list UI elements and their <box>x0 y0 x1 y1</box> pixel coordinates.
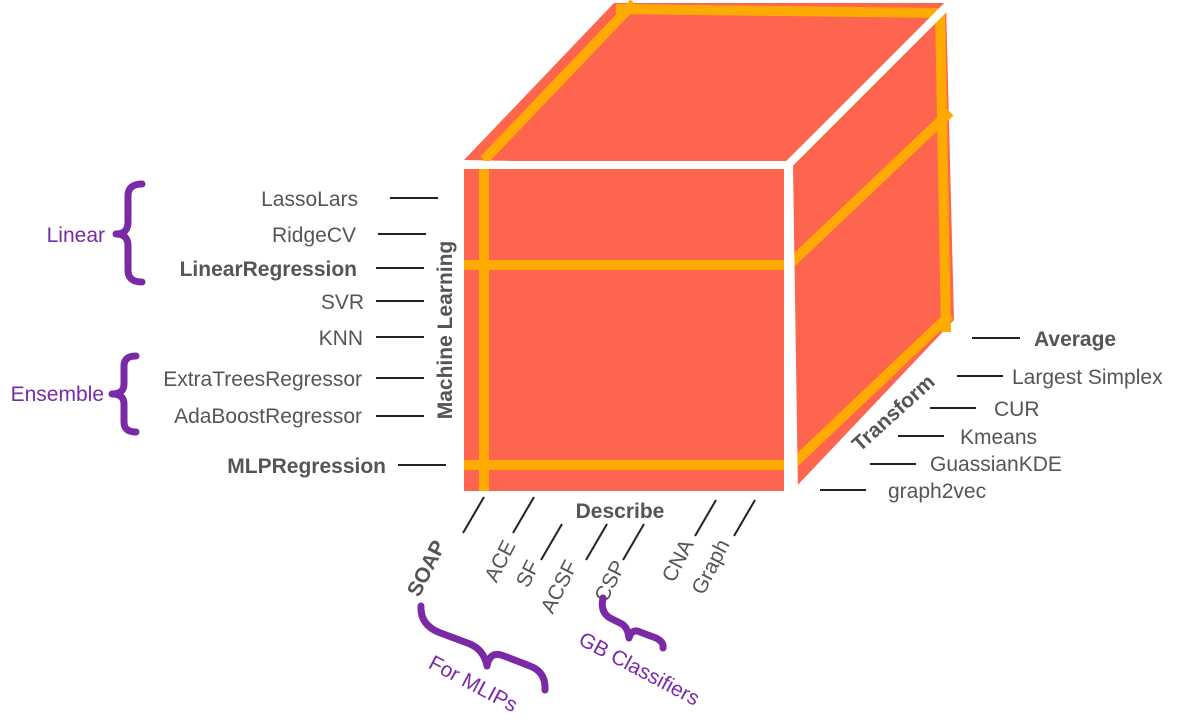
top-face-stripe-1 <box>480 0 638 164</box>
ml-methods: LassoLars RidgeCV LinearRegression SVR K… <box>163 188 446 478</box>
describe-axis-title: Describe <box>576 500 665 523</box>
transform-method-label: GuassianKDE <box>930 453 1062 476</box>
ml-method-label: ExtraTreesRegressor <box>163 368 362 391</box>
transform-method-label: Average <box>1034 328 1116 351</box>
transform-method-label: Kmeans <box>960 426 1037 449</box>
describe-method-label: CSP <box>590 557 630 606</box>
linear-brace <box>112 180 146 286</box>
gb-group-label: GB Classifiers <box>575 628 703 711</box>
describe-method-label: SOAP <box>403 537 451 600</box>
describe-method-label: SF <box>512 557 545 591</box>
ml-method-label: RidgeCV <box>272 224 356 247</box>
transform-method-label: graph2vec <box>888 480 986 503</box>
describe-method-tick <box>694 499 717 537</box>
cube-front-face <box>464 169 784 491</box>
right-face-stripe-1 <box>935 9 951 333</box>
ml-method-label: MLPRegression <box>227 455 386 478</box>
describe-method-tick <box>540 523 563 561</box>
cube-edge-front-right <box>785 164 798 495</box>
describe-method-tick <box>622 523 645 561</box>
describe-method-tick <box>462 496 485 534</box>
mlips-brace <box>417 602 549 694</box>
ml-method-label: LassoLars <box>261 188 358 211</box>
mlips-group-label: For MLIPs <box>425 651 521 717</box>
transform-methods: Average Largest Simplex CUR Kmeans Guass… <box>820 328 1163 503</box>
right-face-stripe-3 <box>789 311 954 468</box>
ml-method-label: LinearRegression <box>180 258 357 281</box>
right-face-stripe-2 <box>788 108 954 266</box>
cube <box>464 0 954 495</box>
describe-method-tick <box>512 496 535 534</box>
ml-method-label: KNN <box>319 327 363 350</box>
describe-method-label: ACSF <box>537 557 583 617</box>
describe-method-tick <box>733 499 756 537</box>
describe-method-tick <box>585 523 608 561</box>
ml-axis-title: Machine Learning <box>434 241 457 420</box>
top-face-stripe-2 <box>615 4 941 18</box>
transform-method-label: Largest Simplex <box>1012 366 1163 389</box>
ml-method-label: AdaBoostRegressor <box>174 405 362 428</box>
ml-method-label: SVR <box>321 291 364 314</box>
ensemble-brace <box>108 352 140 436</box>
transform-method-label: CUR <box>994 398 1040 421</box>
cube-edge-front-top <box>464 2 951 169</box>
linear-group-label: Linear <box>47 224 105 247</box>
ensemble-group-label: Ensemble <box>11 383 104 406</box>
gb-brace <box>598 594 667 652</box>
